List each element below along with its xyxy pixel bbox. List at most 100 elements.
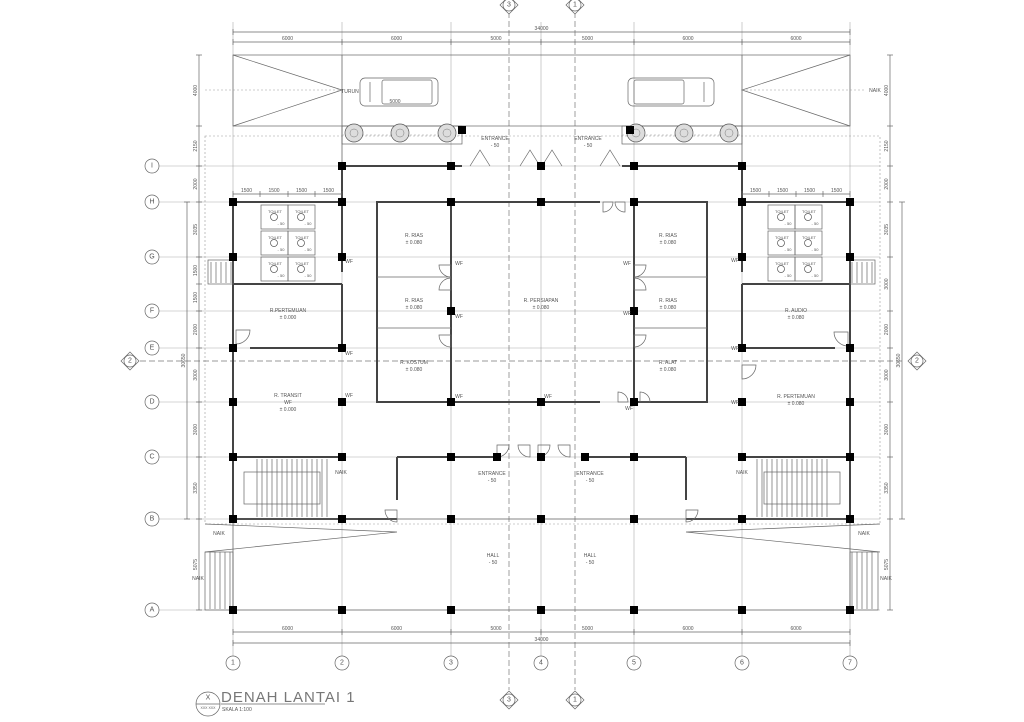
dimension-label: 6000 <box>790 626 801 632</box>
grid-bubble-col: 7 <box>842 655 858 671</box>
door-icon[interactable] <box>639 391 651 403</box>
room-level: ± 0.080 <box>788 401 805 407</box>
column <box>447 515 455 523</box>
column <box>626 126 634 134</box>
entrance-door-icon[interactable] <box>519 149 541 167</box>
room-level: ± 0.080 <box>788 315 805 321</box>
grid-bubble-col: 2 <box>334 655 350 671</box>
room-name: R.PERTEMUAN <box>270 308 307 314</box>
naik-label: NAIK <box>736 470 748 476</box>
grid-lines <box>159 22 880 656</box>
column <box>846 344 854 352</box>
dimension-label: 4000 <box>884 85 890 96</box>
door-icon[interactable] <box>438 277 452 291</box>
room-level: ± 0.080 <box>660 367 677 373</box>
column <box>846 606 854 614</box>
wf-label: WF <box>455 394 463 400</box>
toilet-label: TOILET <box>295 235 309 240</box>
door-icon[interactable] <box>384 509 398 523</box>
door-icon[interactable] <box>741 364 757 380</box>
dimension-label: 4000 <box>193 85 199 96</box>
column <box>630 162 638 170</box>
room-name: R. PERTEMUAN <box>777 394 815 400</box>
dimension-label: 2000 <box>884 324 890 335</box>
section-label: 2 <box>915 358 919 365</box>
column <box>537 453 545 461</box>
room-level: ± 0.080 <box>660 305 677 311</box>
dimension-label: 5000 <box>490 36 501 42</box>
grid-label: F <box>150 308 154 315</box>
toilet-icon <box>804 265 812 273</box>
column <box>338 344 346 352</box>
door-icon[interactable] <box>557 444 571 458</box>
toilet-level: - 50 <box>278 221 286 226</box>
door-icon[interactable] <box>633 277 647 291</box>
door-icon[interactable] <box>517 444 531 458</box>
room-level: ± 0.000 <box>280 315 297 321</box>
door-icon[interactable] <box>833 331 849 347</box>
room-level: ± 0.080 <box>406 305 423 311</box>
toilet-label: TOILET <box>802 209 816 214</box>
entrance-door-icon[interactable] <box>541 149 563 167</box>
room-name: R. RIAS <box>659 233 678 239</box>
entrance-door-icon[interactable] <box>469 149 491 167</box>
toilet-level: - 50 <box>305 247 313 252</box>
grid-label: E <box>150 345 155 352</box>
grid-label: 3 <box>449 660 453 667</box>
door-icon[interactable] <box>617 391 629 403</box>
toilet-stall: TOILET - 50 <box>287 230 316 256</box>
dimension-label: 3000 <box>193 424 199 435</box>
dimension-label: 6000 <box>391 36 402 42</box>
toilet-icon <box>297 239 305 247</box>
column <box>630 606 638 614</box>
column <box>537 398 545 406</box>
toilet-label: TOILET <box>775 209 789 214</box>
section-marker: 3 <box>499 690 519 710</box>
dimension-label: 2000 <box>884 178 890 189</box>
column <box>630 515 638 523</box>
drawing-title: DENAH LANTAI 1 <box>221 689 356 706</box>
grid-label: C <box>149 454 154 461</box>
grid-label: I <box>151 163 153 170</box>
door-icon[interactable] <box>235 329 251 345</box>
section-marker: 1 <box>565 0 585 15</box>
room-level: - 50 <box>586 478 595 484</box>
grid-label: 2 <box>340 660 344 667</box>
door-icon[interactable] <box>633 264 647 278</box>
grid-bubble-col: 6 <box>734 655 750 671</box>
dimension-label: 1500 <box>193 265 199 276</box>
column <box>738 453 746 461</box>
column <box>447 198 455 206</box>
toilet-label: TOILET <box>268 261 282 266</box>
dimension-label: 1500 <box>831 188 842 194</box>
dimension-label: 6000 <box>391 626 402 632</box>
toilet-icon <box>297 213 305 221</box>
room-alat: R. ALAT± 0.080 <box>659 360 677 373</box>
toilet-stall: TOILET- 50 <box>287 204 316 230</box>
grid-bubble-row: G <box>144 249 160 265</box>
door-icon[interactable] <box>614 201 626 213</box>
door-icon[interactable] <box>602 201 614 213</box>
toilet-icon <box>777 265 785 273</box>
door-icon[interactable] <box>685 509 699 523</box>
drawing-scale: SKALA 1:100 <box>222 707 252 713</box>
drawing-symbol-sub: XXX XXX <box>201 706 217 710</box>
dimension-label: 5000 <box>582 36 593 42</box>
section-marker: 1 <box>565 690 585 710</box>
door-icon[interactable] <box>438 334 452 348</box>
wf-label: WF <box>345 393 353 399</box>
door-icon[interactable] <box>633 334 647 348</box>
trees <box>344 123 739 143</box>
toilet-level: - 50 <box>305 221 313 226</box>
column <box>537 162 545 170</box>
wf-label: WF <box>623 261 631 267</box>
wf-label: WF <box>625 406 633 412</box>
dimension-total: 34000 <box>535 26 549 32</box>
toilet-label: TOILET <box>268 209 282 214</box>
grid-bubble-col: 3 <box>443 655 459 671</box>
naik-label: NAIK <box>213 531 225 537</box>
entrance-door-icon[interactable] <box>599 149 621 167</box>
door-icon[interactable] <box>438 264 452 278</box>
dimension-label: 5075 <box>884 559 890 570</box>
